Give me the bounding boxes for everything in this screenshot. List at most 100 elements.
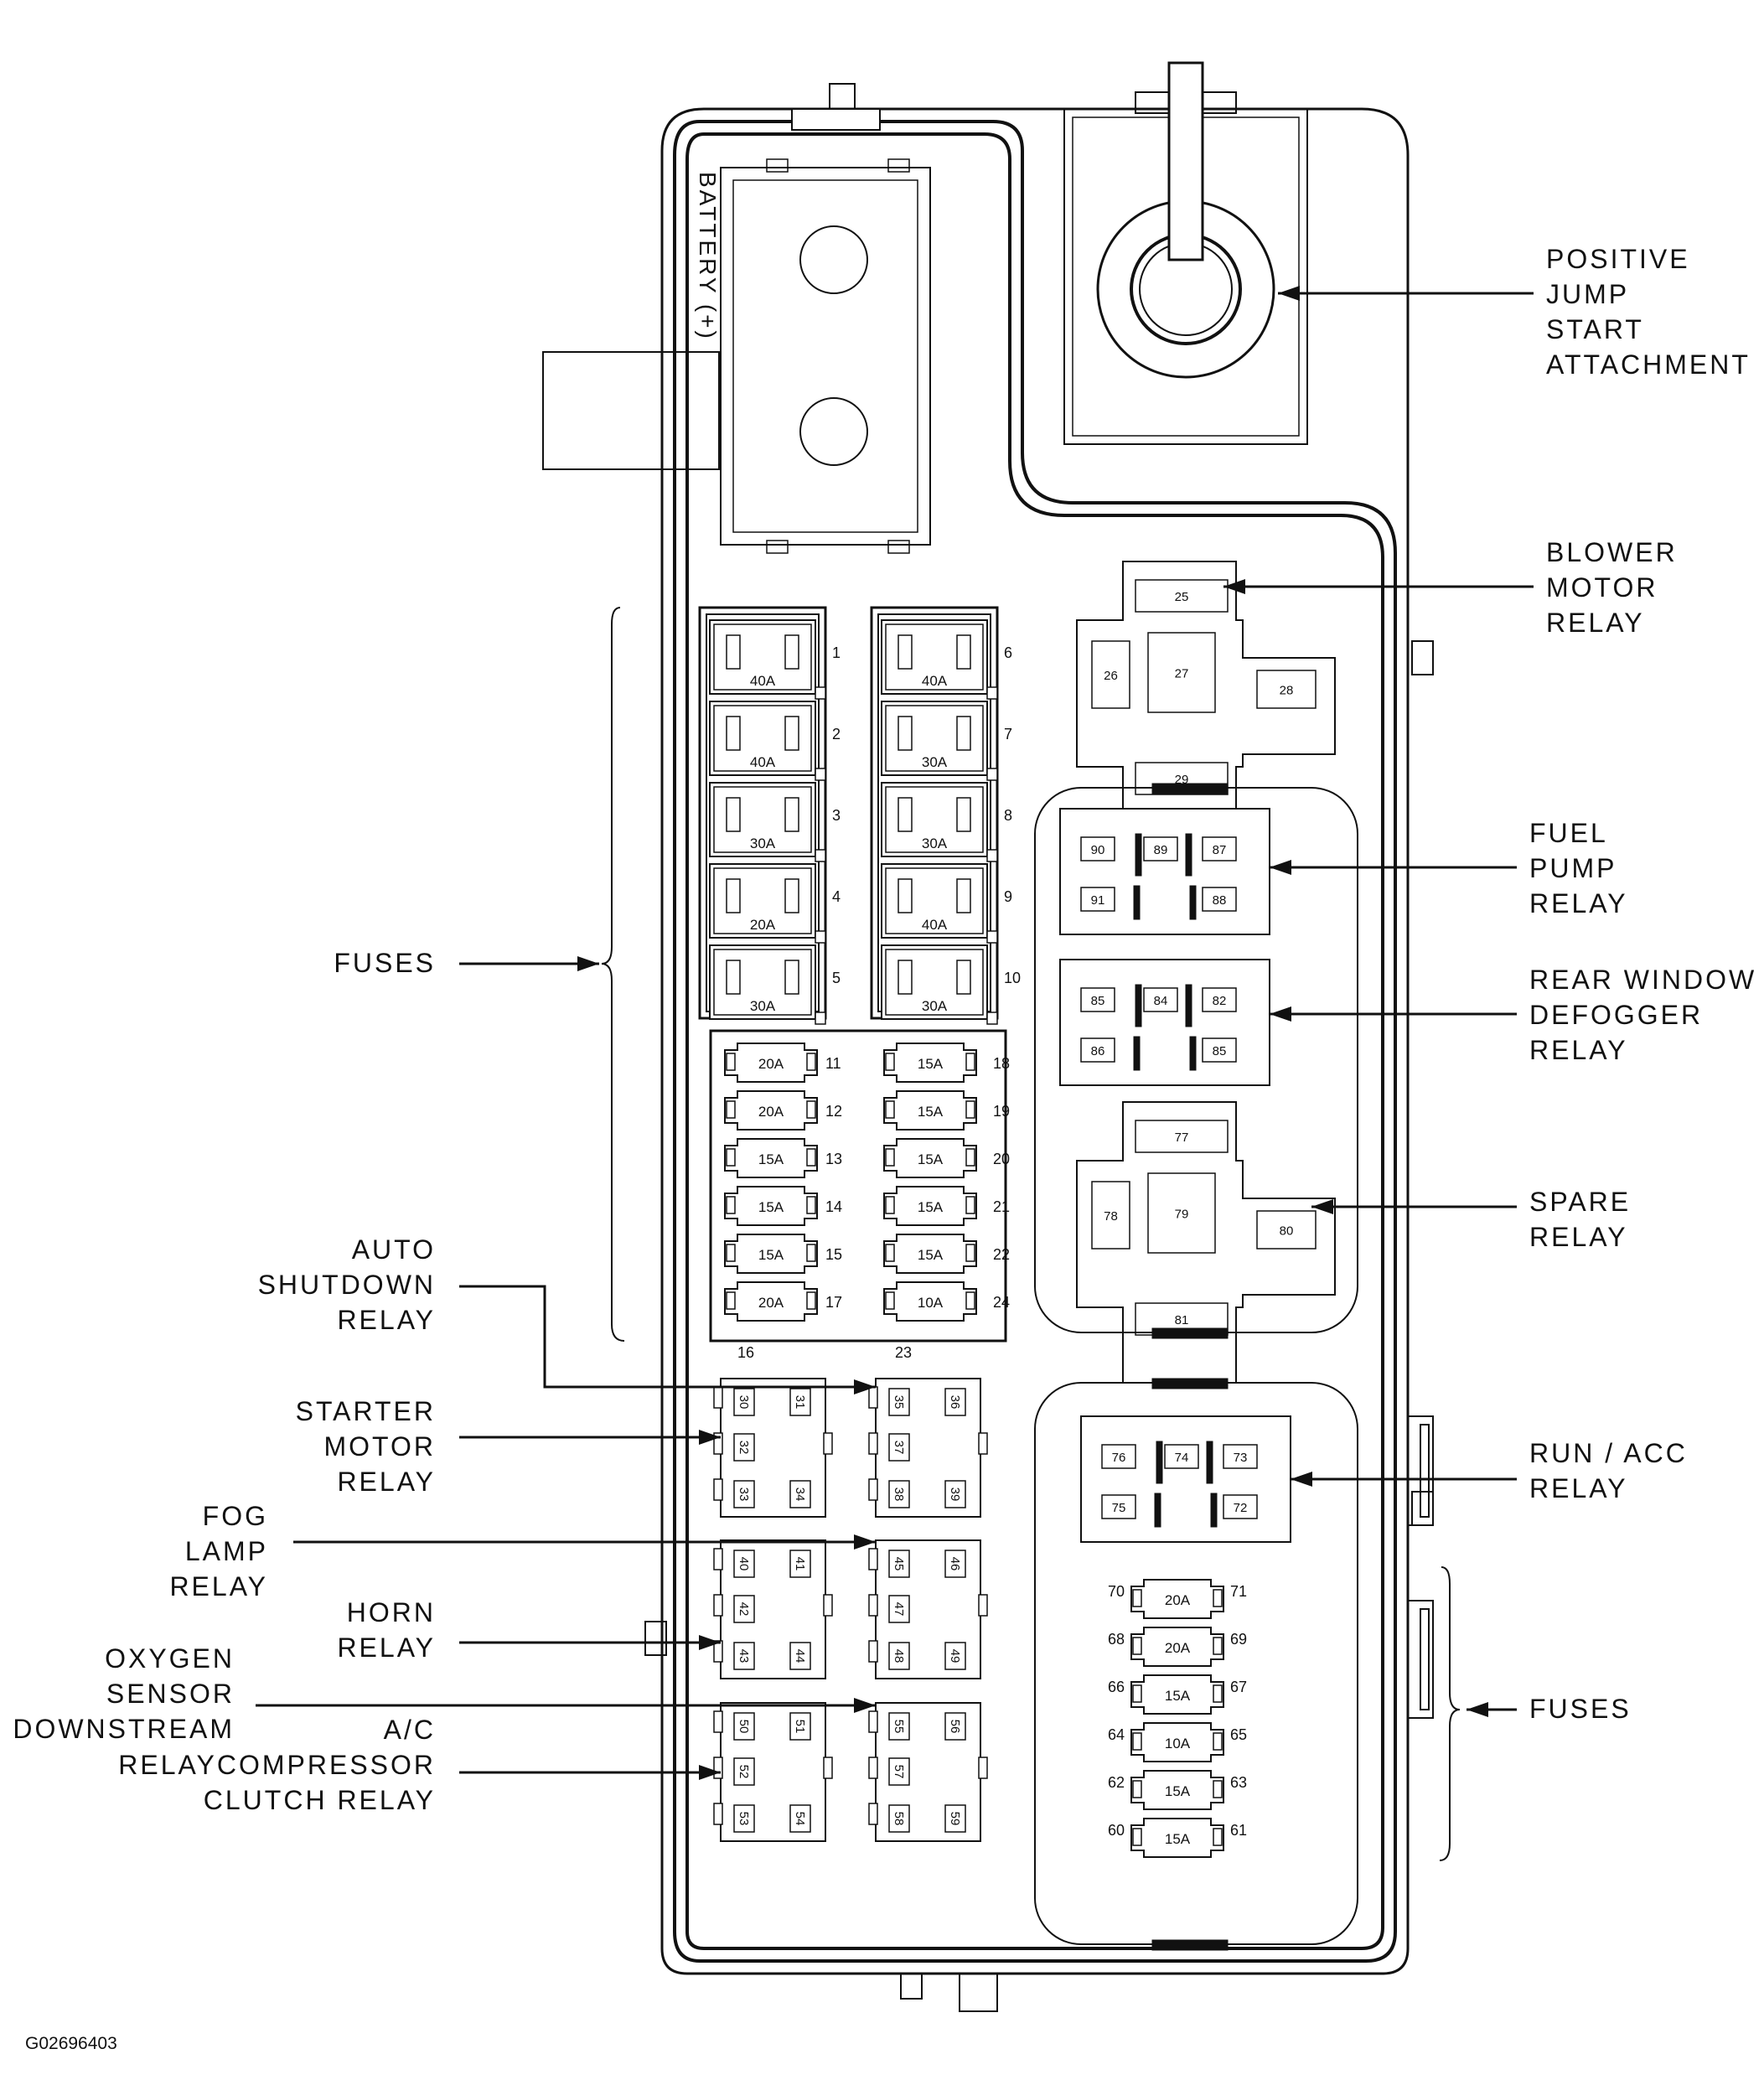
fuses-bracket	[601, 607, 625, 1342]
fuse-tab	[815, 1012, 826, 1025]
relay-terminal	[888, 1804, 910, 1833]
relay-terminal	[789, 1388, 811, 1416]
relay-tab	[868, 1548, 878, 1570]
fuse-number: 12	[825, 1103, 842, 1120]
fuse-number: 65	[1230, 1726, 1247, 1743]
callout-fuses2: FUSES	[1529, 1694, 1632, 1724]
relay-terminal-number: 42	[737, 1602, 751, 1617]
relay-terminal-number: 82	[1213, 994, 1227, 1008]
fuse-number: 3	[832, 807, 841, 824]
callout-defog: REAR WINDOW	[1529, 965, 1756, 995]
fuse-amperage: 30A	[922, 998, 948, 1014]
fuse-amperage: 15A	[918, 1104, 944, 1120]
fuse-amperage: 20A	[1165, 1592, 1191, 1608]
mini-fuse-clip	[1132, 1684, 1142, 1703]
relay-terminal	[888, 1757, 910, 1786]
fuse-blade	[784, 878, 799, 913]
relay-terminal-number: 40	[737, 1557, 751, 1571]
relay-terminal-number: 81	[1175, 1313, 1189, 1327]
relay-terminal	[944, 1480, 966, 1508]
mini-fuse-body	[724, 1138, 818, 1178]
fuse-amperage: 15A	[918, 1247, 944, 1263]
mini-fuse-clip	[1132, 1828, 1142, 1846]
fuse-amperage: 10A	[1165, 1736, 1191, 1751]
arrowhead	[1270, 1006, 1291, 1022]
relay-terminal	[789, 1550, 811, 1578]
relay-tab	[868, 1478, 878, 1501]
mini-fuse-body	[1130, 1579, 1224, 1619]
fuse-amperage: 15A	[918, 1151, 944, 1167]
callout-fuel: RELAY	[1529, 888, 1628, 918]
mini-fuse-clip	[965, 1291, 975, 1310]
mini-fuse-clip	[726, 1291, 736, 1310]
mini-fuse-clip	[885, 1053, 895, 1071]
fuse-number: 15	[825, 1246, 842, 1263]
fuse-amperage: 40A	[922, 673, 948, 689]
relay-tab	[978, 1594, 988, 1617]
relay-terminal	[1080, 1037, 1115, 1063]
relay-blade	[1185, 833, 1192, 877]
relay-terminal	[733, 1642, 755, 1670]
callout-runacc: RUN / ACC	[1529, 1438, 1688, 1468]
mini-fuse-body	[1130, 1818, 1224, 1858]
mini-fuse-clip	[965, 1053, 975, 1071]
callout-jump: JUMP	[1546, 279, 1629, 309]
fuse-number: 61	[1230, 1822, 1247, 1839]
relay-terminal	[733, 1433, 755, 1462]
mini-fuse-body	[724, 1043, 818, 1083]
mini-fuse-body	[1130, 1722, 1224, 1762]
relay-terminal-number: 33	[737, 1488, 751, 1502]
relay-terminal-number: 85	[1213, 1044, 1227, 1058]
relay-terminal-number: 38	[892, 1488, 906, 1502]
callout-fuses: FUSES	[334, 948, 436, 978]
fuse-amperage: 30A	[750, 998, 776, 1014]
relay-terminal	[789, 1642, 811, 1670]
fuse-amperage: 10A	[918, 1295, 944, 1311]
relay-terminal-number: 87	[1213, 843, 1227, 857]
mini-fuse-clip	[806, 1053, 816, 1071]
fuse-amperage: 40A	[922, 917, 948, 933]
fuse-number: 11	[825, 1055, 841, 1072]
fuse-number: 14	[825, 1198, 842, 1215]
relay-terminal	[1080, 887, 1115, 912]
callout-horn: RELAY	[337, 1632, 436, 1663]
fuse-amperage: 15A	[1165, 1783, 1191, 1799]
relay-terminal	[733, 1595, 755, 1623]
relay-housing	[1080, 1415, 1291, 1543]
fuse-blade	[956, 634, 971, 670]
relay-terminal-number: 53	[737, 1812, 751, 1826]
fuse-number: 69	[1230, 1631, 1247, 1648]
reference-code: G02696403	[25, 2034, 117, 2053]
fuses-bracket	[1439, 1566, 1461, 1861]
callout-runacc: RELAY	[1529, 1473, 1628, 1503]
relay-blade	[1156, 1441, 1163, 1484]
fuse-amperage: 15A	[918, 1199, 944, 1215]
mini-fuse-clip	[726, 1148, 736, 1167]
relay-blade	[1185, 984, 1192, 1027]
relay-terminal	[944, 1550, 966, 1578]
relay-blade	[1135, 833, 1142, 877]
relay-tab	[868, 1710, 878, 1733]
relay-tab	[978, 1757, 988, 1779]
relay-terminal	[733, 1388, 755, 1416]
fuse-tab	[815, 849, 826, 862]
relay-terminal	[1256, 670, 1317, 709]
fuse-amperage: 20A	[758, 1056, 784, 1072]
relay-blade	[1133, 1036, 1141, 1071]
arrowhead	[854, 1379, 876, 1394]
mini-fuse-clip	[885, 1244, 895, 1262]
relay-terminal-number: 48	[892, 1649, 906, 1663]
